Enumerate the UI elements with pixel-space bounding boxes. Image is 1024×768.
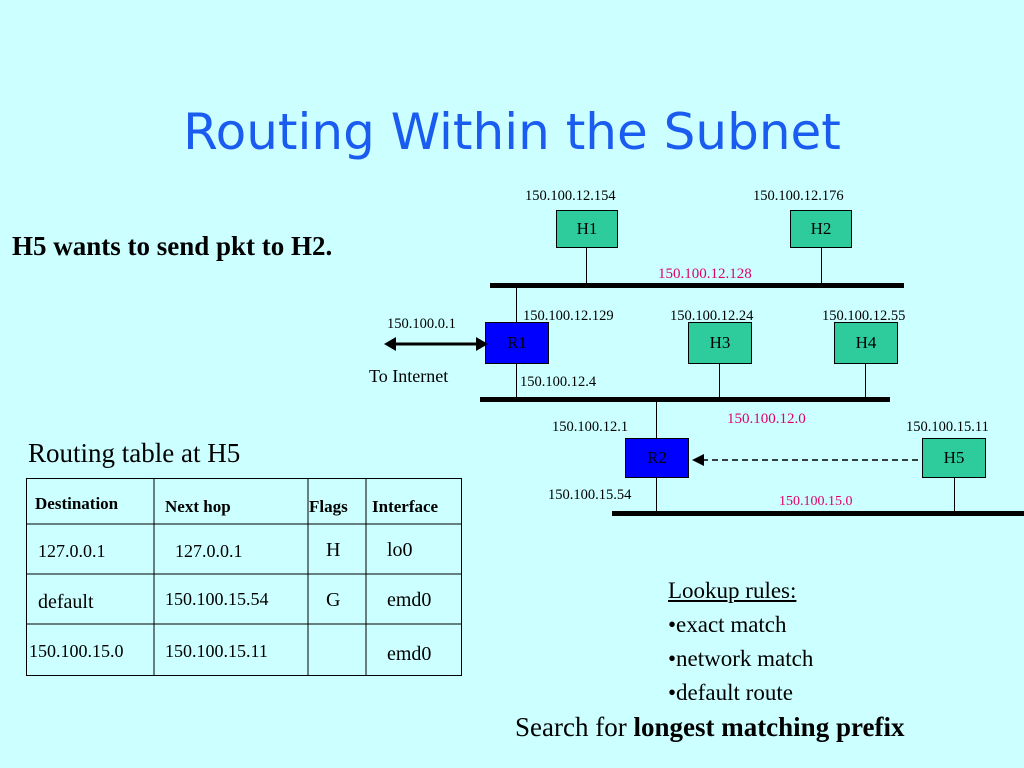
h5-link bbox=[954, 478, 955, 512]
h2-link bbox=[821, 248, 822, 283]
routing-table-caption: Routing table at H5 bbox=[28, 438, 241, 468]
search-note: Search for longest matching prefix bbox=[515, 712, 904, 743]
page-title: Routing Within the Subnet bbox=[183, 103, 841, 161]
internet-label: To Internet bbox=[369, 366, 449, 386]
r2-top-link bbox=[656, 402, 657, 438]
r1-bottom-link bbox=[516, 364, 517, 398]
search-emphasis: longest matching prefix bbox=[633, 712, 905, 742]
host-h1[interactable]: H1 bbox=[556, 210, 618, 248]
r2-top-ip: 150.100.12.1 bbox=[552, 419, 629, 435]
router-r1[interactable]: R1 bbox=[485, 322, 549, 364]
header-next-hop: Next hop bbox=[165, 497, 231, 516]
r1-top-ip: 150.100.12.129 bbox=[523, 308, 614, 324]
routing-table-grid bbox=[26, 478, 462, 676]
router-r2[interactable]: R2 bbox=[625, 438, 689, 478]
host-h2[interactable]: H2 bbox=[790, 210, 852, 248]
h3-ip: 150.100.12.24 bbox=[670, 308, 754, 324]
h3-link bbox=[719, 364, 720, 398]
h1-link bbox=[586, 248, 587, 283]
table-cell-destination: 150.100.15.0 bbox=[29, 641, 124, 661]
table-cell-next-hop: 150.100.15.11 bbox=[165, 641, 268, 661]
network-top-label: 150.100.12.128 bbox=[658, 266, 752, 282]
table-cell-destination: default bbox=[38, 591, 94, 613]
network-middle-bus bbox=[480, 397, 890, 402]
network-bottom-label: 150.100.15.0 bbox=[779, 494, 853, 509]
h1-ip: 150.100.12.154 bbox=[525, 188, 616, 204]
host-h5[interactable]: H5 bbox=[922, 438, 986, 478]
r2-bottom-ip: 150.100.15.54 bbox=[548, 487, 632, 503]
h4-ip: 150.100.12.55 bbox=[822, 308, 906, 324]
host-h3[interactable]: H3 bbox=[688, 322, 752, 364]
h4-link bbox=[865, 364, 866, 398]
r1-top-link bbox=[516, 288, 517, 322]
lookup-rule-item: •default route bbox=[668, 680, 793, 705]
internet-arrow bbox=[384, 337, 488, 351]
r2-bottom-link bbox=[656, 478, 657, 512]
r1-bottom-ip: 150.100.12.4 bbox=[520, 374, 597, 390]
r1-internet-ip: 150.100.0.1 bbox=[387, 316, 456, 332]
search-prefix: Search for bbox=[515, 712, 634, 742]
route-arrow bbox=[692, 454, 922, 466]
table-cell-interface: emd0 bbox=[387, 589, 432, 611]
network-middle-label: 150.100.12.0 bbox=[727, 411, 806, 427]
table-cell-next-hop: 127.0.0.1 bbox=[175, 541, 243, 561]
subheading: H5 wants to send pkt to H2. bbox=[12, 231, 333, 261]
header-interface: Interface bbox=[372, 497, 439, 516]
table-cell-next-hop: 150.100.15.54 bbox=[165, 589, 269, 609]
lookup-rules-heading: Lookup rules: bbox=[668, 578, 797, 603]
network-top-bus bbox=[490, 283, 904, 288]
lookup-rules: Lookup rules: •exact match •network matc… bbox=[668, 574, 813, 710]
header-destination: Destination bbox=[35, 494, 119, 513]
table-cell-interface: lo0 bbox=[387, 539, 413, 561]
table-cell-interface: emd0 bbox=[387, 643, 432, 665]
table-cell-destination: 127.0.0.1 bbox=[38, 541, 106, 561]
network-bottom-bus bbox=[612, 511, 1024, 516]
table-cell-flags: G bbox=[326, 589, 341, 611]
host-h4[interactable]: H4 bbox=[834, 322, 898, 364]
table-cell-flags: H bbox=[326, 539, 341, 561]
lookup-rule-item: •exact match bbox=[668, 612, 787, 637]
h5-ip: 150.100.15.11 bbox=[906, 419, 989, 435]
h2-ip: 150.100.12.176 bbox=[753, 188, 844, 204]
lookup-rule-item: •network match bbox=[668, 646, 814, 671]
header-flags: Flags bbox=[309, 497, 348, 516]
